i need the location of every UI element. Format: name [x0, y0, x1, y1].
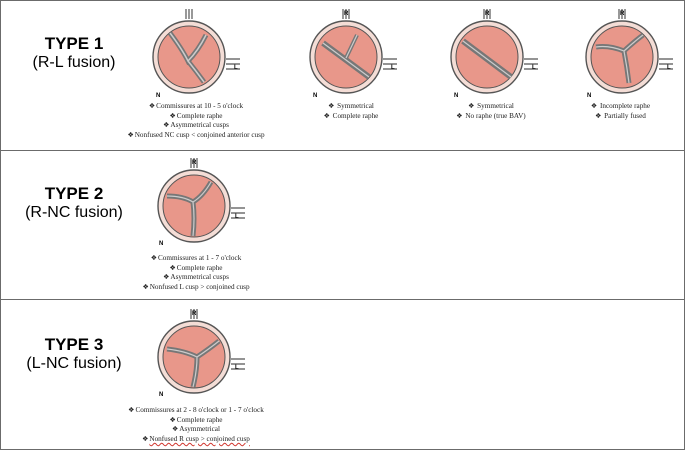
type-3-subtitle: (L-NC fusion): [26, 355, 122, 372]
label-r: R: [192, 311, 197, 317]
valve-notes: ❖Commissures at 10 - 5 o'clock ❖Complete…: [106, 102, 286, 140]
label-r: R: [344, 11, 349, 17]
type-1-panel: TYPE 1 (R-L fusion) R L N R L N: [1, 1, 684, 151]
label-n: N: [159, 241, 163, 247]
type-2-subtitle: (R-NC fusion): [25, 204, 123, 221]
label-n: N: [587, 93, 591, 99]
note-line: ❖ Incomplete raphe: [590, 102, 651, 110]
label-l: L: [235, 214, 239, 220]
note-line: ❖ Partially fused: [595, 111, 646, 120]
note-line: ❖ Symmetrical: [468, 102, 514, 110]
type-3-panel: TYPE 3 (L-NC fusion) R L N ❖Commissures …: [1, 299, 684, 449]
note-line: ❖Asymmetrical cusps: [163, 273, 229, 282]
valve-notes: ❖ Symmetrical ❖ No raphe (true BAV): [431, 102, 551, 121]
valve-diagram: R L N: [157, 309, 245, 398]
label-n: N: [454, 93, 458, 99]
label-n: N: [159, 392, 163, 398]
type-1-subtitle: (R-L fusion): [32, 54, 116, 71]
type-1-title: TYPE 1: [44, 34, 104, 53]
note-line: ❖Commissures at 10 - 5 o'clock: [148, 102, 244, 110]
note-line: ❖ No raphe (true BAV): [456, 111, 526, 120]
note-line: ❖Asymmetrical: [172, 425, 220, 434]
label-l: L: [235, 365, 239, 371]
note-line: ❖Complete raphe: [169, 415, 223, 424]
note-line: ❖Nonfused NC cusp < conjoined anterior c…: [127, 130, 265, 139]
note-line: ❖ Complete raphe: [323, 111, 379, 120]
note-line: ❖Nonfused R cusp > conjoined cusp: [142, 434, 250, 443]
label-n: N: [156, 93, 160, 99]
valve-diagram: R L N: [309, 9, 397, 99]
label-r: R: [620, 11, 625, 17]
note-line: ❖Complete raphe: [169, 263, 223, 272]
note-line: ❖ Symmetrical: [328, 102, 374, 110]
type-2-title: TYPE 2: [44, 184, 104, 203]
note-line: ❖Complete raphe: [169, 111, 223, 120]
note-line: ❖Commissures at 2 - 8 o'clock or 1 - 7 o…: [128, 406, 264, 414]
label-r: R: [187, 7, 192, 8]
label-l: L: [391, 65, 395, 71]
valve-diagram: R L N: [585, 9, 673, 99]
label-l: L: [532, 65, 536, 71]
valve-notes: ❖Commissures at 2 - 8 o'clock or 1 - 7 o…: [101, 406, 291, 444]
label-r: R: [192, 160, 197, 166]
valve-notes: ❖ Incomplete raphe ❖ Partially fused: [563, 102, 678, 121]
label-l: L: [234, 65, 238, 71]
note-line: ❖Asymmetrical cusps: [163, 121, 229, 130]
type-2-panel: TYPE 2 (R-NC fusion) R L N ❖Commissures …: [1, 150, 684, 300]
label-l: L: [667, 65, 671, 71]
label-n: N: [313, 93, 317, 99]
valve-diagram: R L N: [152, 7, 240, 99]
valve-notes: ❖ Symmetrical ❖ Complete raphe: [291, 102, 411, 121]
note-line: ❖Nonfused L cusp > conjoined cusp: [142, 282, 250, 291]
valve-notes: ❖Commissures at 1 - 7 o'clock ❖Complete …: [111, 254, 281, 292]
label-r: R: [485, 11, 490, 17]
valve-diagram: R L N: [157, 158, 245, 247]
type-3-title: TYPE 3: [44, 335, 104, 354]
note-line: ❖Commissures at 1 - 7 o'clock: [150, 254, 242, 262]
valve-diagram: R L N: [450, 9, 538, 99]
